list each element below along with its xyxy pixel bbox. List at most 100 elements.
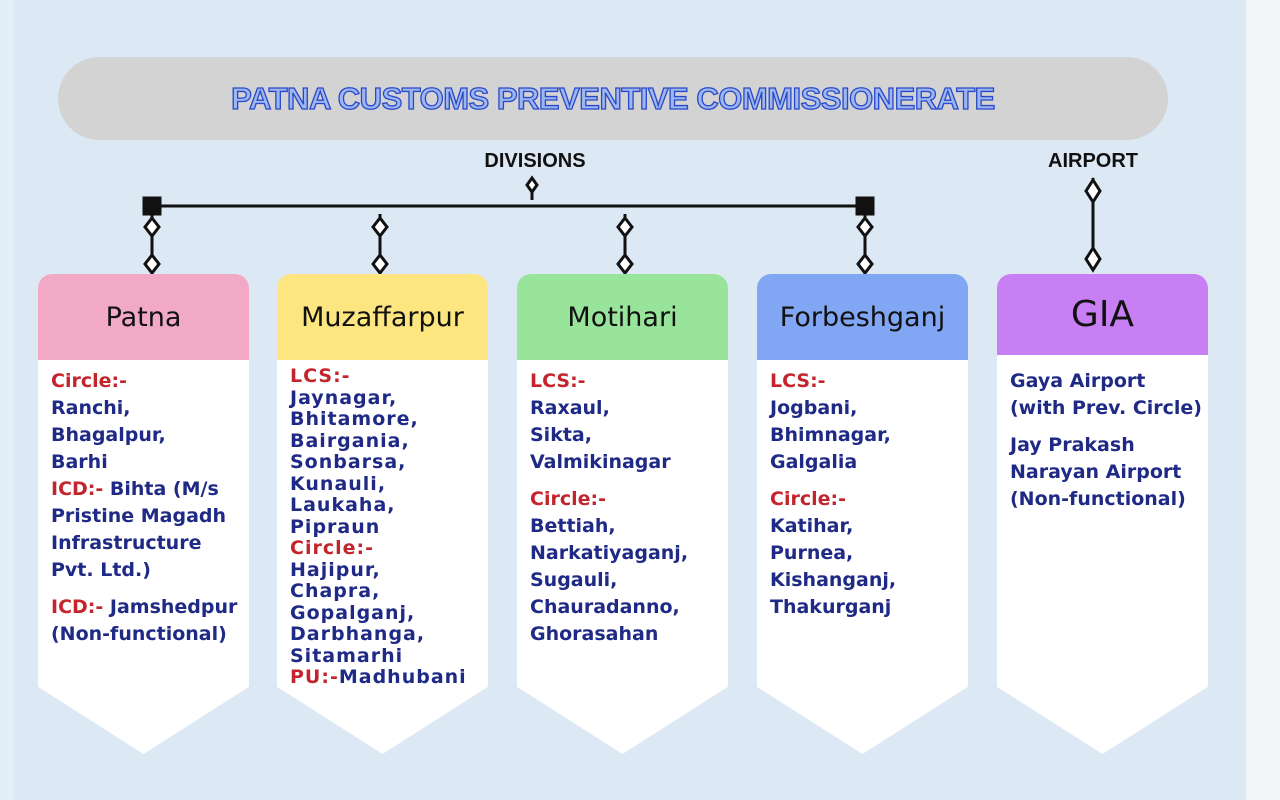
list-item: (Non-functional) [51, 621, 243, 648]
connector-muzaffarpur [371, 214, 389, 276]
division-card-gia: GIA Gaya Airport(with Prev. Circle) Jay Pr… [997, 274, 1208, 754]
category-label: LCS:- [770, 370, 826, 392]
list-item: Bhimnagar, [770, 422, 962, 449]
list-item: Narkatiyaganj, [530, 540, 722, 567]
list-item: Pvt. Ltd.) [51, 557, 243, 584]
location-text: (with Prev. Circle) [1010, 397, 1202, 419]
location-text: Darbhanga, [290, 623, 426, 645]
list-item: LCS:- [770, 368, 962, 395]
location-text: Katihar, [770, 515, 854, 537]
location-text: Narkatiyaganj, [530, 542, 689, 564]
list-item: Sugauli, [530, 567, 722, 594]
location-text: Bhitamore, [290, 408, 419, 430]
location-text: Gopalganj, [290, 601, 416, 624]
location-text: Sitamarhi [290, 644, 404, 667]
location-text: Kishanganj, [770, 569, 897, 591]
list-item: Jay Prakash [1010, 432, 1202, 459]
location-text: Kunauli, [290, 472, 387, 495]
list-item: Sitamarhi [290, 644, 482, 668]
location-text: Madhubani [338, 666, 467, 688]
list-item: Kishanganj, [770, 567, 962, 594]
location-text: Hajipur, [290, 558, 381, 581]
diamond-connector [525, 175, 539, 195]
card-header: Muzaffarpur [277, 274, 488, 360]
connector-motihari [616, 214, 634, 276]
list-item: Barhi [51, 449, 243, 476]
list-item: Jogbani, [770, 395, 962, 422]
list-item: Circle:- [290, 537, 482, 560]
list-item: LCS:- [530, 368, 722, 395]
location-text: Pipraun [290, 515, 381, 538]
category-label: Circle:- [530, 488, 606, 510]
list-item: Chauradanno, [530, 594, 722, 621]
list-item: Darbhanga, [290, 623, 482, 646]
spacer [530, 476, 722, 486]
location-text: Sikta, [530, 424, 592, 446]
list-item: Laukaha, [290, 494, 482, 517]
bar-end-left [142, 196, 162, 216]
category-label: Circle:- [290, 537, 374, 559]
list-item: Bettiah, [530, 513, 722, 540]
list-item: Hajipur, [290, 558, 482, 582]
list-item: Bhagalpur, [51, 422, 243, 449]
list-item: Gopalganj, [290, 601, 482, 625]
location-text: Bettiah, [530, 515, 616, 537]
location-text: Ghorasahan [530, 623, 659, 645]
location-text: Valmikinagar [530, 451, 671, 473]
right-margin [1246, 0, 1280, 800]
category-label: Circle:- [51, 370, 127, 392]
location-text: Narayan Airport [1010, 461, 1182, 483]
list-item: Circle:- [770, 486, 962, 513]
location-text: Jamshedpur [103, 596, 238, 618]
page-title: PATNA CUSTOMS PREVENTIVE COMMISSIONERATE [231, 80, 996, 116]
list-item: Circle:- [51, 368, 243, 395]
location-text: Bhagalpur, [51, 424, 166, 446]
location-text: Jogbani, [770, 397, 858, 419]
location-text: Bairgania, [290, 429, 410, 452]
list-item: Pristine Magadh [51, 503, 243, 530]
category-label: ICD:- [51, 478, 104, 500]
card-body: LCS:-Jaynagar,Bhitamore,Bairgania,Sonbar… [290, 365, 482, 689]
list-item: Thakurganj [770, 594, 962, 621]
location-text: Sugauli, [530, 569, 618, 591]
list-item: Sonbarsa, [290, 451, 482, 474]
spacer [51, 584, 243, 594]
connector-patna [143, 214, 161, 276]
location-text: Bihta (M/s [103, 478, 219, 500]
location-text: Raxaul, [530, 397, 610, 419]
location-text: Thakurganj [770, 596, 892, 618]
category-label: ICD:- [51, 596, 104, 618]
list-item: Katihar, [770, 513, 962, 540]
airport-label: AIRPORT [1048, 150, 1138, 172]
list-item: Valmikinagar [530, 449, 722, 476]
category-label: Circle:- [770, 488, 846, 510]
location-text: Ranchi, [51, 397, 131, 419]
location-text: Barhi [51, 451, 108, 473]
card-header: Forbeshganj [757, 274, 968, 360]
bar-end-right [855, 196, 875, 216]
title-banner: PATNA CUSTOMS PREVENTIVE COMMISSIONERATE [58, 57, 1168, 140]
list-item: PU:-Madhubani [290, 666, 482, 689]
connector-forbeshganj [856, 214, 874, 276]
list-item: Purnea, [770, 540, 962, 567]
list-item: Infrastructure [51, 530, 243, 557]
list-item: Circle:- [530, 486, 722, 513]
divisions-label: DIVISIONS [484, 150, 586, 172]
list-item: Gaya Airport [1010, 368, 1202, 395]
category-label: PU:- [290, 666, 339, 688]
category-label: LCS:- [290, 365, 351, 387]
location-text: Pristine Magadh [51, 505, 227, 527]
card-body: Gaya Airport(with Prev. Circle) Jay Praka… [1010, 368, 1202, 513]
card-header: GIA [997, 274, 1208, 355]
list-item: (Non-functional) [1010, 486, 1202, 513]
location-text: Galgalia [770, 451, 858, 473]
location-text: Purnea, [770, 542, 854, 564]
location-text: Chapra, [290, 580, 381, 602]
card-header: Motihari [517, 274, 728, 360]
location-text: Infrastructure [51, 532, 202, 554]
list-item: Galgalia [770, 449, 962, 476]
